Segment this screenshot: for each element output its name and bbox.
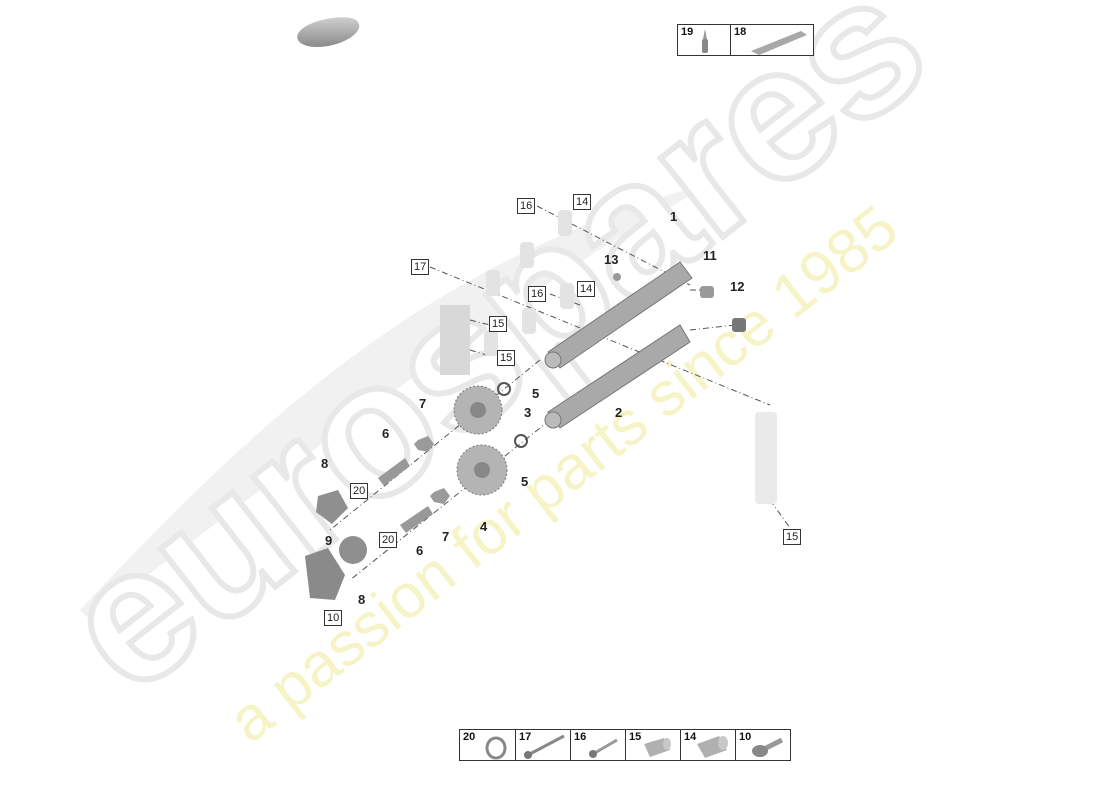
legend-num: 10 <box>739 731 752 743</box>
camshaft-exhaust <box>544 324 691 429</box>
callout-3[interactable]: 3 <box>524 405 532 420</box>
legend-item-15[interactable]: 15 <box>626 730 681 760</box>
callout-2[interactable]: 2 <box>615 405 623 420</box>
ref-box-10[interactable]: 10 <box>324 610 343 626</box>
ref-box-20-lower[interactable]: 20 <box>379 532 398 548</box>
legend-item-20[interactable]: 20 <box>460 730 516 760</box>
legend-num: 19 <box>681 26 694 38</box>
flange-bolt-icon <box>752 737 784 757</box>
callout-12[interactable]: 12 <box>730 279 745 294</box>
sleeve-icon <box>644 738 671 757</box>
car-silhouette-icon <box>297 17 360 47</box>
ref-box-20-upper[interactable]: 20 <box>350 483 369 499</box>
ref-box-14-mid[interactable]: 14 <box>577 281 596 297</box>
callout-13[interactable]: 13 <box>604 252 619 267</box>
short-bolt-icon <box>589 738 618 758</box>
ref-box-16-mid[interactable]: 16 <box>528 286 547 302</box>
callout-8-upper[interactable]: 8 <box>321 456 329 471</box>
legend-num: 18 <box>734 26 747 38</box>
callout-7-lower[interactable]: 7 <box>442 529 450 544</box>
ref-box-16-top[interactable]: 16 <box>517 198 536 214</box>
legend-item-14[interactable]: 14 <box>681 730 736 760</box>
legend-item-10[interactable]: 10 <box>736 730 790 760</box>
legend-num: 17 <box>519 731 532 743</box>
legend-item-16[interactable]: 16 <box>571 730 626 760</box>
callout-5-lower[interactable]: 5 <box>521 474 529 489</box>
legend-item-19[interactable]: 19 <box>678 25 731 55</box>
callout-4[interactable]: 4 <box>480 519 488 534</box>
grease-tube-icon <box>751 31 807 55</box>
camshaft-intake <box>544 261 693 369</box>
sealing-ring-icon <box>485 736 507 760</box>
callout-1[interactable]: 1 <box>670 209 678 224</box>
legend-num: 16 <box>574 731 587 743</box>
ref-box-15-right[interactable]: 15 <box>783 529 802 545</box>
callout-6-upper[interactable]: 6 <box>382 426 390 441</box>
legend-item-18[interactable]: 18 <box>731 25 813 55</box>
legend-num: 15 <box>629 731 642 743</box>
ref-box-15-upper[interactable]: 15 <box>489 316 508 332</box>
legend-item-17[interactable]: 17 <box>516 730 571 760</box>
legend-bottom: 20 17 16 15 14 10 <box>459 729 791 761</box>
callout-6-lower[interactable]: 6 <box>416 543 424 558</box>
callout-5-upper[interactable]: 5 <box>532 386 540 401</box>
callout-9[interactable]: 9 <box>325 533 333 548</box>
legend-num: 20 <box>463 731 476 743</box>
callout-11[interactable]: 11 <box>703 248 717 263</box>
callout-8-lower[interactable]: 8 <box>358 592 366 607</box>
sealant-bottle-icon <box>702 29 708 53</box>
ref-box-14-top[interactable]: 14 <box>573 194 592 210</box>
legend-top: 19 18 <box>677 24 814 56</box>
legend-num: 14 <box>684 731 697 743</box>
callout-7-upper[interactable]: 7 <box>419 396 427 411</box>
long-bolt-icon <box>524 734 565 759</box>
ref-box-17[interactable]: 17 <box>411 259 430 275</box>
large-sleeve-icon <box>697 736 728 758</box>
ref-box-15-lower[interactable]: 15 <box>497 350 516 366</box>
